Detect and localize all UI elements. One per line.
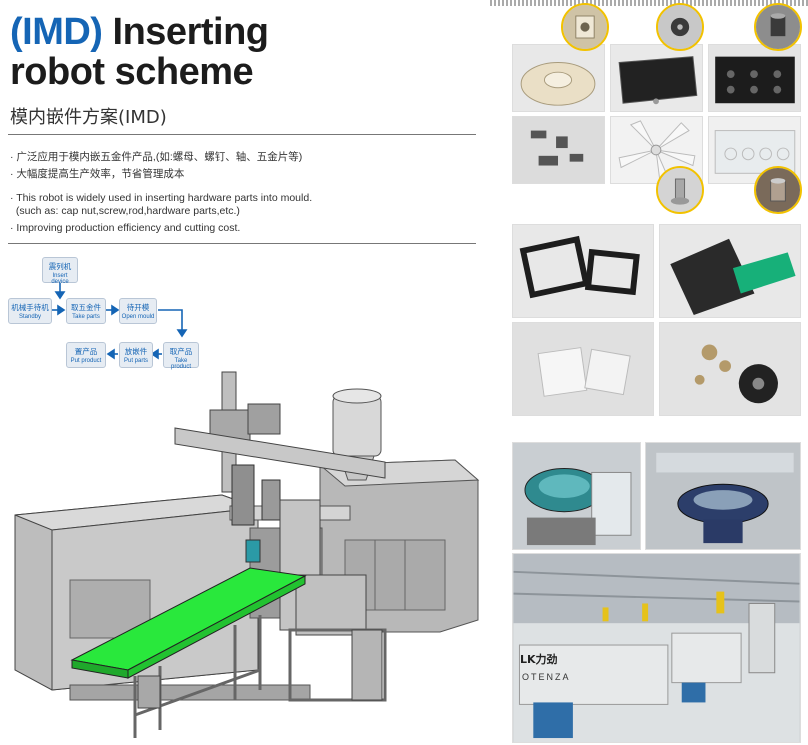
title-accent: (IMD) [10,11,103,53]
title-line2: robot scheme [10,51,254,93]
zoom-circle-insert-5 [754,166,802,214]
photo-green-mat [659,224,801,318]
photo-pulley-parts [659,322,801,416]
bullet-en-2: (such as: cap nut,screw,rod,hardware par… [10,205,240,217]
title-line1: Inserting [102,11,269,53]
bullets-cn: · 广泛应用于模内嵌五金件产品,(如:螺母、螺钉、轴、五金片等) · 大幅度提高… [10,151,302,181]
page-title: (IMD) Inserting robot scheme [10,12,269,92]
subtitle-cn: 模内嵌件方案(IMD) [10,107,167,128]
zoom-circle-insert-4 [656,166,704,214]
photo-black-tray [708,44,801,112]
zoom-circle-nut-1 [561,3,609,51]
photo-black-cover [610,44,703,112]
photo-black-frames [512,224,654,318]
photo-factory-floor [512,553,801,743]
left-panel: (IMD) Inserting robot scheme 模内嵌件方案(IMD)… [8,12,480,738]
photo-vibratory-feeder-1 [512,442,641,550]
factory-sign-text: LK力劲 [520,653,558,666]
photo-knob-part [512,44,605,112]
zoom-circle-insert-3 [754,3,802,51]
factory-sign: LK力劲 [520,651,574,671]
robot-machine-illustration [14,371,480,738]
bullet-cn-1: · 广泛应用于模内嵌五金件产品,(如:螺母、螺钉、轴、五金片等) [10,151,303,163]
photo-metal-parts [512,116,605,184]
bullet-en-3: · Improving production efficiency and cu… [10,222,241,234]
divider-top [8,134,476,135]
divider-bottom [8,243,476,244]
factory-subtext: OTENZA [522,672,571,682]
zoom-circle-insert-2 [656,3,704,51]
photo-vibratory-feeder-2 [645,442,801,550]
bullets-en: · This robot is widely used in inserting… [10,192,312,235]
flow-arrows [50,282,188,360]
bullet-cn-2: · 大幅度提高生产效率，节省管理成本 [10,168,185,180]
bullet-en-1: · This robot is widely used in inserting… [10,192,313,204]
top-decor-rule [490,0,808,6]
photo-white-sockets [512,322,654,416]
